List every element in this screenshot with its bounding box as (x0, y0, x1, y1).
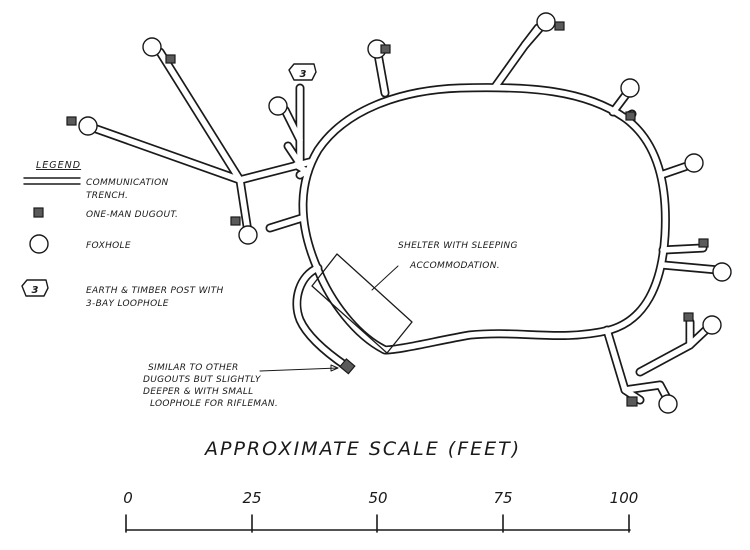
legend-title: LEGEND (36, 160, 81, 171)
legend-trench-label-2: TRENCH. (86, 191, 128, 201)
legend-post-icon: 3 (21, 279, 49, 297)
foxhole-icon (268, 96, 288, 116)
foxhole-icon (620, 78, 640, 98)
foxhole-icon (712, 262, 732, 282)
scale-tick-label: 0 (123, 489, 133, 507)
dugout-icon (66, 116, 77, 126)
foxhole-icon (142, 37, 162, 57)
dugout-note-line-1: SIMILAR TO OTHER (148, 363, 239, 373)
legend-post-label-2: 3-BAY LOOPHOLE (86, 299, 169, 309)
scale-tick-label: 100 (610, 489, 639, 507)
foxhole-icon (78, 116, 98, 136)
dugout-icon (554, 21, 565, 31)
scale-bar: APPROXIMATE SCALE (FEET) 0 25 50 75 100 (123, 438, 639, 533)
scale-tick-label: 50 (368, 489, 387, 507)
foxhole-icon (536, 12, 556, 32)
legend-dugout-icon (33, 207, 44, 218)
communication-trench-network (83, 17, 723, 405)
dugout-icon (230, 216, 241, 226)
foxhole-icon (238, 225, 258, 245)
dugout-note-line-3: DEEPER & WITH SMALL (143, 387, 253, 397)
foxhole-icon (702, 315, 722, 335)
timber-post: 3 (288, 63, 317, 81)
shelter-label-line-2: ACCOMMODATION. (409, 261, 500, 271)
dugout-note-line-2: DUGOUTS BUT SLIGHTLY (143, 375, 262, 385)
shelter: SHELTER WITH SLEEPING ACCOMMODATION. (311, 241, 518, 354)
scale-title: APPROXIMATE SCALE (FEET) (203, 438, 521, 460)
dugout-icon (380, 44, 391, 54)
legend-foxhole-icon (29, 234, 49, 254)
legend-post-label-1: EARTH & TIMBER POST WITH (86, 286, 224, 296)
dugout-icon (626, 396, 638, 407)
shelter-label-line-1: SHELTER WITH SLEEPING (398, 241, 518, 251)
scale-tick-label: 25 (242, 489, 261, 507)
dugout-icon (165, 54, 176, 64)
dugout-icon (625, 111, 636, 121)
dugout-note-line-4: LOOPHOLE FOR RIFLEMAN. (150, 399, 278, 409)
legend-post-number: 3 (32, 285, 39, 296)
dugout-icon (698, 238, 709, 248)
legend: LEGEND COMMUNICATION TRENCH. ONE-MAN DUG… (21, 160, 224, 309)
legend-trench-label-1: COMMUNICATION (86, 178, 169, 188)
dugout-note: SIMILAR TO OTHER DUGOUTS BUT SLIGHTLY DE… (143, 363, 339, 409)
dugout-icon (683, 312, 694, 322)
scale-tick-label: 75 (493, 489, 512, 507)
dugouts (66, 21, 709, 407)
foxhole-icon (658, 394, 678, 414)
post-number: 3 (300, 69, 307, 80)
foxhole-icon (684, 153, 704, 173)
legend-dugout-label: ONE-MAN DUGOUT. (86, 210, 178, 220)
legend-trench-symbol (23, 177, 81, 185)
legend-foxhole-label: FOXHOLE (86, 241, 131, 251)
rifleman-dugout-icon (339, 358, 356, 375)
